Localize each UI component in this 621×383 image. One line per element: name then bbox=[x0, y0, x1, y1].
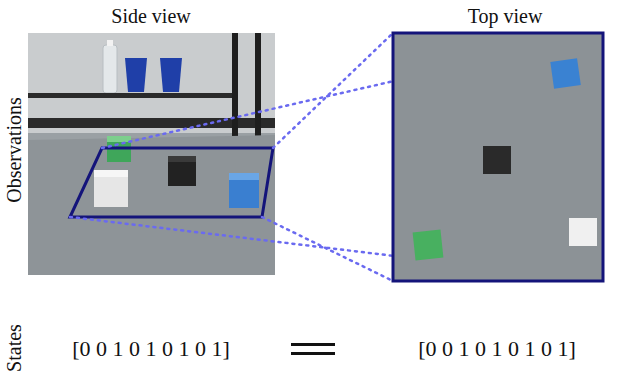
top-view-photo bbox=[393, 33, 603, 281]
side-view-photo bbox=[28, 33, 275, 275]
projection-lines bbox=[70, 33, 603, 281]
row-header: Observations bbox=[3, 97, 25, 203]
state-vector: [0 0 1 0 1 0 1 0 1] bbox=[72, 337, 230, 361]
column-header: Side view bbox=[111, 5, 190, 27]
column-header: Top view bbox=[468, 5, 543, 27]
row-header: States bbox=[3, 324, 25, 372]
equals-symbol bbox=[291, 343, 335, 355]
state-vector: [0 0 1 0 1 0 1 0 1] bbox=[418, 337, 576, 361]
